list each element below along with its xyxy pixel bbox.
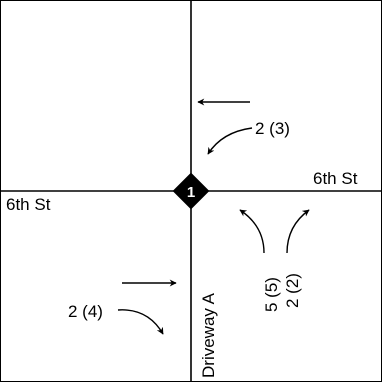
west-turn-volume: 2 (4) <box>68 302 103 321</box>
street-label-east: 6th St <box>313 169 358 188</box>
street-label-driveway: Driveway A <box>199 292 218 378</box>
south-right-turn-volume: 2 (2) <box>283 273 302 308</box>
north-turn-volume: 2 (3) <box>255 119 290 138</box>
west-turn-arrow <box>117 309 164 335</box>
south-right-turn-arrow <box>286 209 310 254</box>
intersection-node: 1 <box>172 172 210 210</box>
north-turn-arrow <box>207 127 253 155</box>
intersection-node-label: 1 <box>187 184 195 201</box>
street-label-west: 6th St <box>6 195 51 214</box>
south-left-turn-volume: 5 (5) <box>262 277 281 312</box>
south-left-turn-arrow <box>239 209 265 254</box>
